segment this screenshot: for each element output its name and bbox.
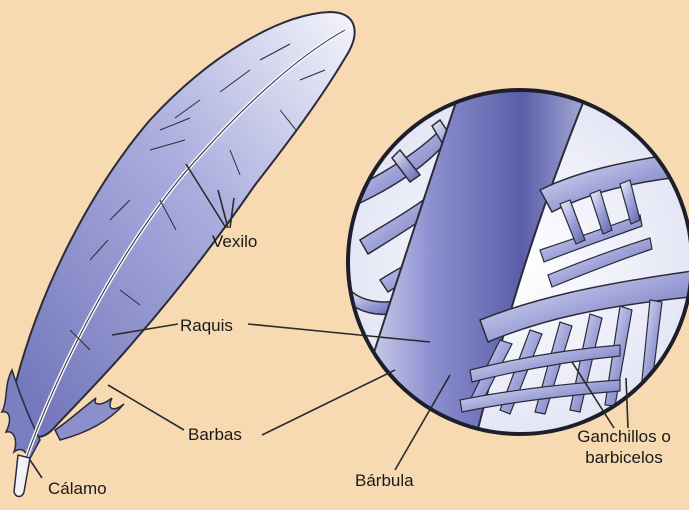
label-ganchillos-line2: barbicelos [560,447,688,468]
label-vexilo: Vexilo [212,233,257,250]
label-barbula: Bárbula [355,472,414,489]
label-ganchillos: Ganchillos o barbicelos [560,426,688,468]
label-ganchillos-line1: Ganchillos o [560,426,688,447]
label-barbas: Barbas [188,426,242,443]
label-calamo: Cálamo [48,480,107,497]
label-raquis: Raquis [180,317,233,334]
